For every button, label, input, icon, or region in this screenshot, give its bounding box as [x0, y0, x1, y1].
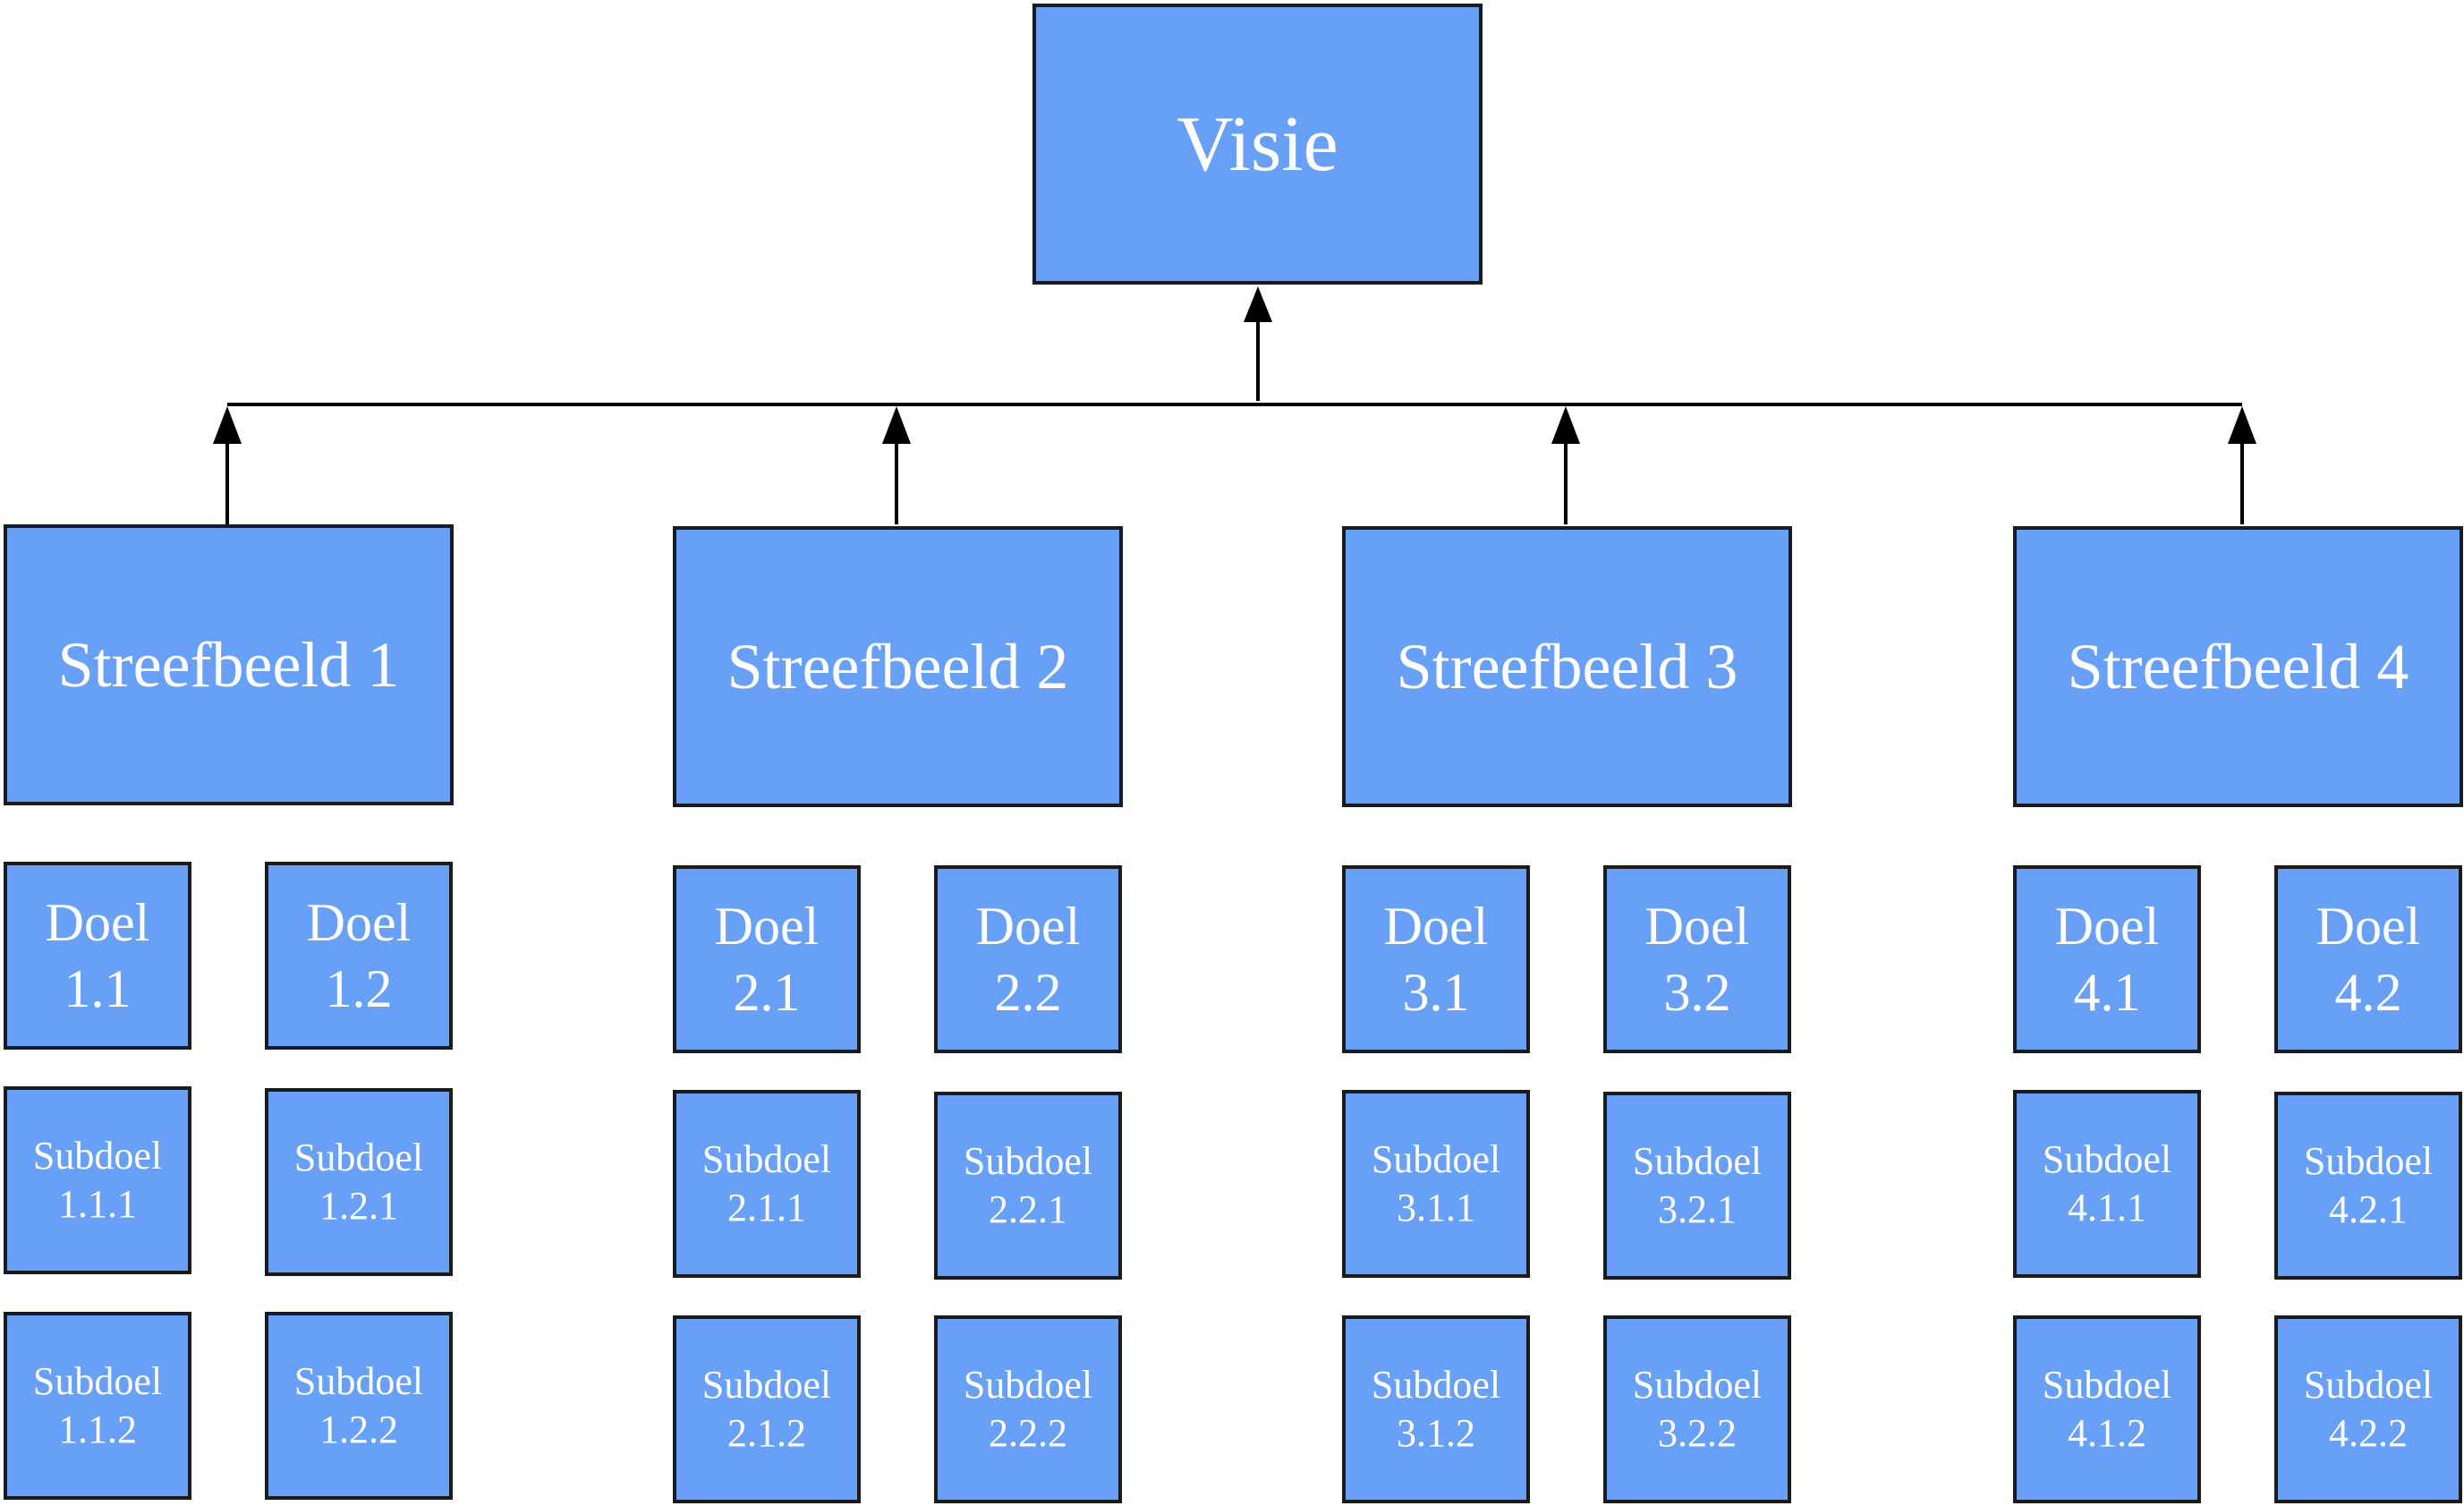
goal-number: 1.2 [325, 959, 393, 1018]
goal-box-1-1: Doel 1.1 [4, 862, 191, 1050]
goal-number: 3.2 [1663, 963, 1731, 1022]
arrowhead-aspiration-2 [882, 406, 911, 444]
goal-title: Doel [306, 893, 412, 952]
arrowhead-aspiration-4 [2228, 406, 2256, 444]
subgoal-box-1-1-1: Subdoel 1.1.1 [4, 1086, 191, 1274]
subgoal-number: 3.2.1 [1658, 1187, 1737, 1231]
subgoal-title: Subdoel [2042, 1363, 2172, 1407]
subgoal-title: Subdoel [293, 1136, 424, 1179]
subgoal-title: Subdoel [2303, 1363, 2434, 1407]
subgoal-box-2-1-2: Subdoel 2.1.2 [673, 1315, 861, 1503]
subgoal-box-2-2-2: Subdoel 2.2.2 [934, 1315, 1122, 1503]
subgoal-number: 1.2.2 [319, 1408, 398, 1451]
subgoal-box-1-2-1: Subdoel 1.2.1 [265, 1088, 453, 1276]
subgoal-title: Subdoel [1371, 1363, 1501, 1407]
subgoal-box-4-1-1: Subdoel 4.1.1 [2013, 1090, 2201, 1278]
subgoal-title: Subdoel [963, 1139, 1093, 1183]
goal-number: 1.1 [64, 959, 132, 1018]
subgoal-box-4-1-2: Subdoel 4.1.2 [2013, 1315, 2201, 1503]
goal-title: Doel [1383, 897, 1489, 956]
subgoal-box-4-2-1: Subdoel 4.2.1 [2274, 1092, 2462, 1280]
goal-number: 2.2 [994, 963, 1062, 1022]
arrowhead-aspiration-3 [1551, 406, 1580, 444]
aspiration-label: Streefbeeld 4 [2067, 630, 2409, 702]
subgoal-title: Subdoel [963, 1363, 1093, 1407]
subgoal-number: 2.2.2 [989, 1411, 1067, 1455]
subgoal-number: 2.1.2 [727, 1411, 806, 1455]
subgoal-box-3-2-2: Subdoel 3.2.2 [1603, 1315, 1791, 1503]
aspiration-box-4: Streefbeeld 4 [2013, 526, 2463, 807]
subgoal-title: Subdoel [701, 1363, 832, 1407]
goal-title: Doel [714, 897, 820, 956]
subgoal-number: 4.1.2 [2068, 1411, 2146, 1455]
subgoal-number: 2.1.1 [727, 1186, 806, 1229]
goal-title: Doel [1644, 897, 1750, 956]
goal-box-3-1: Doel 3.1 [1342, 865, 1530, 1053]
subgoal-title: Subdoel [1632, 1363, 1763, 1407]
aspiration-label: Streefbeeld 1 [57, 628, 400, 701]
arrowhead-aspiration-1 [213, 406, 242, 444]
goal-box-4-1: Doel 4.1 [2013, 865, 2201, 1053]
subgoal-number: 1.1.2 [58, 1408, 137, 1451]
vision-label: Visie [1177, 100, 1338, 188]
subgoal-number: 3.2.2 [1658, 1411, 1737, 1455]
subgoal-title: Subdoel [701, 1137, 832, 1181]
subgoal-box-3-2-1: Subdoel 3.2.1 [1603, 1092, 1791, 1280]
subgoal-number: 4.1.1 [2068, 1186, 2146, 1229]
aspiration-box-2: Streefbeeld 2 [673, 526, 1123, 807]
goal-number: 4.1 [2073, 963, 2141, 1022]
subgoal-box-4-2-2: Subdoel 4.2.2 [2274, 1315, 2462, 1503]
subgoal-title: Subdoel [32, 1359, 163, 1403]
goal-title: Doel [975, 897, 1081, 956]
subgoal-number: 4.2.2 [2329, 1411, 2408, 1455]
goal-number: 2.1 [733, 963, 801, 1022]
subgoal-title: Subdoel [293, 1359, 424, 1403]
goal-box-2-2: Doel 2.2 [934, 865, 1122, 1053]
aspiration-label: Streefbeeld 3 [1396, 630, 1738, 702]
arrowhead-vision [1244, 286, 1272, 322]
goal-box-4-2: Doel 4.2 [2274, 865, 2462, 1053]
subgoal-title: Subdoel [1632, 1139, 1763, 1183]
subgoal-number: 1.1.1 [58, 1182, 137, 1226]
goal-number: 4.2 [2334, 963, 2402, 1022]
subgoal-number: 3.1.2 [1397, 1411, 1475, 1455]
goal-title: Doel [45, 893, 150, 952]
subgoal-number: 4.2.1 [2329, 1187, 2408, 1231]
aspiration-box-1: Streefbeeld 1 [4, 524, 454, 805]
subgoal-number: 1.2.1 [319, 1184, 398, 1228]
subgoal-title: Subdoel [2303, 1139, 2434, 1183]
subgoal-number: 3.1.1 [1397, 1186, 1475, 1229]
subgoal-title: Subdoel [2042, 1137, 2172, 1181]
vision-box: Visie [1032, 4, 1483, 285]
subgoal-number: 2.2.1 [989, 1187, 1067, 1231]
goal-box-1-2: Doel 1.2 [265, 862, 453, 1050]
subgoal-box-1-2-2: Subdoel 1.2.2 [265, 1312, 453, 1500]
goal-number: 3.1 [1402, 963, 1470, 1022]
goal-box-3-2: Doel 3.2 [1603, 865, 1791, 1053]
subgoal-box-2-1-1: Subdoel 2.1.1 [673, 1090, 861, 1278]
aspiration-box-3: Streefbeeld 3 [1342, 526, 1792, 807]
subgoal-box-2-2-1: Subdoel 2.2.1 [934, 1092, 1122, 1280]
subgoal-title: Subdoel [32, 1134, 163, 1178]
subgoal-box-3-1-1: Subdoel 3.1.1 [1342, 1090, 1530, 1278]
subgoal-title: Subdoel [1371, 1137, 1501, 1181]
aspiration-label: Streefbeeld 2 [726, 630, 1069, 702]
goal-box-2-1: Doel 2.1 [673, 865, 861, 1053]
goal-title: Doel [2054, 897, 2160, 956]
goal-title: Doel [2315, 897, 2421, 956]
subgoal-box-3-1-2: Subdoel 3.1.2 [1342, 1315, 1530, 1503]
subgoal-box-1-1-2: Subdoel 1.1.2 [4, 1312, 191, 1500]
